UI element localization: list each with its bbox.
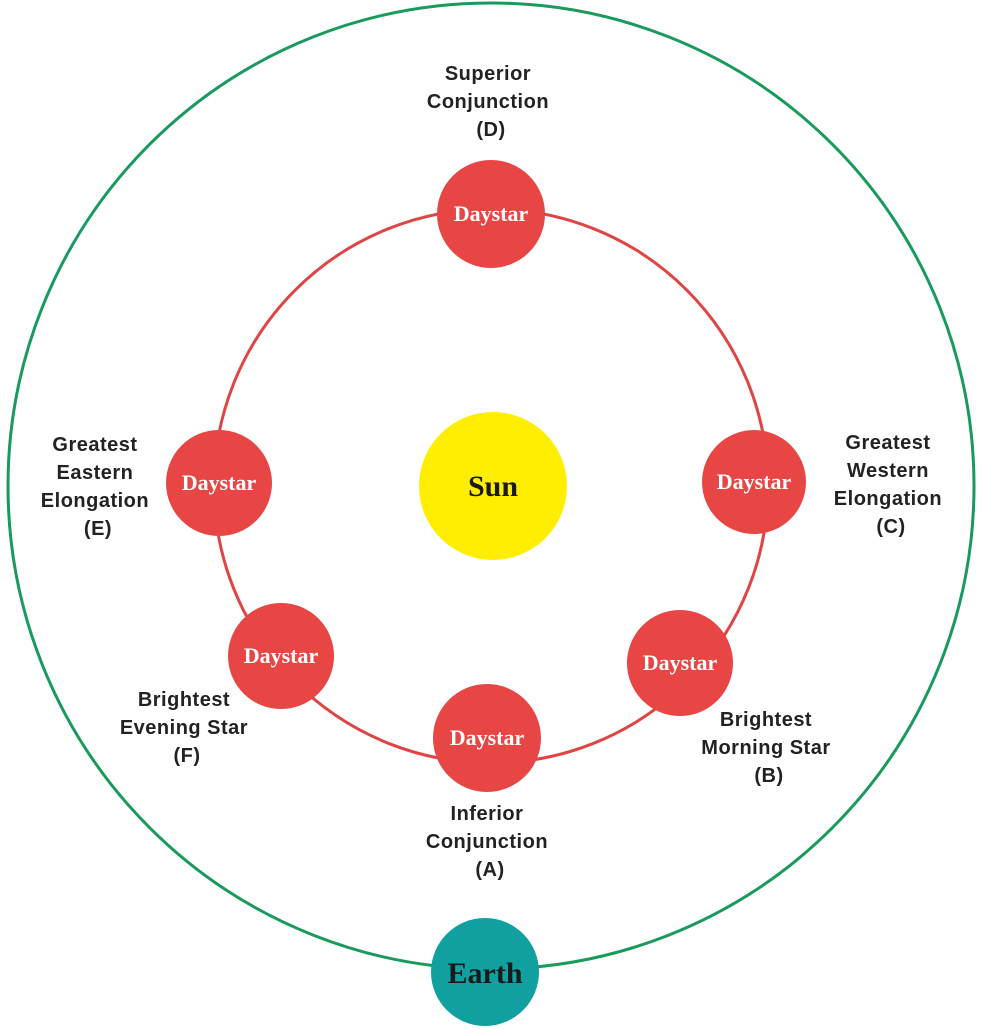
daystar-brightest-morning-star: Daystar: [627, 610, 733, 716]
daystar-label: Daystar: [643, 650, 718, 675]
position-label-e: Greatest Eastern Elongation (E): [41, 434, 155, 540]
position-label-c: Greatest Western Elongation (C): [834, 432, 948, 538]
daystar-superior-conjunction: Daystar: [437, 160, 545, 268]
position-label-a: Inferior Conjunction (A): [426, 803, 554, 881]
daystar-greatest-eastern-elongation: Daystar: [166, 430, 272, 536]
earth: [431, 918, 539, 1026]
daystar-brightest-evening-star: Daystar: [228, 603, 334, 709]
daystar-inferior-conjunction: Daystar: [433, 684, 541, 792]
daystar-label: Daystar: [244, 643, 319, 668]
position-label-d: Superior Conjunction (D): [427, 63, 555, 141]
sun-label: Sun: [468, 470, 518, 503]
earth-label: Earth: [448, 957, 523, 990]
sun: [419, 412, 567, 560]
daystar-label: Daystar: [717, 469, 792, 494]
position-label-f: Brightest Evening Star (F): [120, 689, 254, 767]
daystar-label: Daystar: [454, 201, 529, 226]
daystar-label: Daystar: [182, 470, 257, 495]
daystar-label: Daystar: [450, 725, 525, 750]
position-label-b: Brightest Morning Star (B): [701, 709, 836, 787]
daystar-greatest-western-elongation: Daystar: [702, 430, 806, 534]
